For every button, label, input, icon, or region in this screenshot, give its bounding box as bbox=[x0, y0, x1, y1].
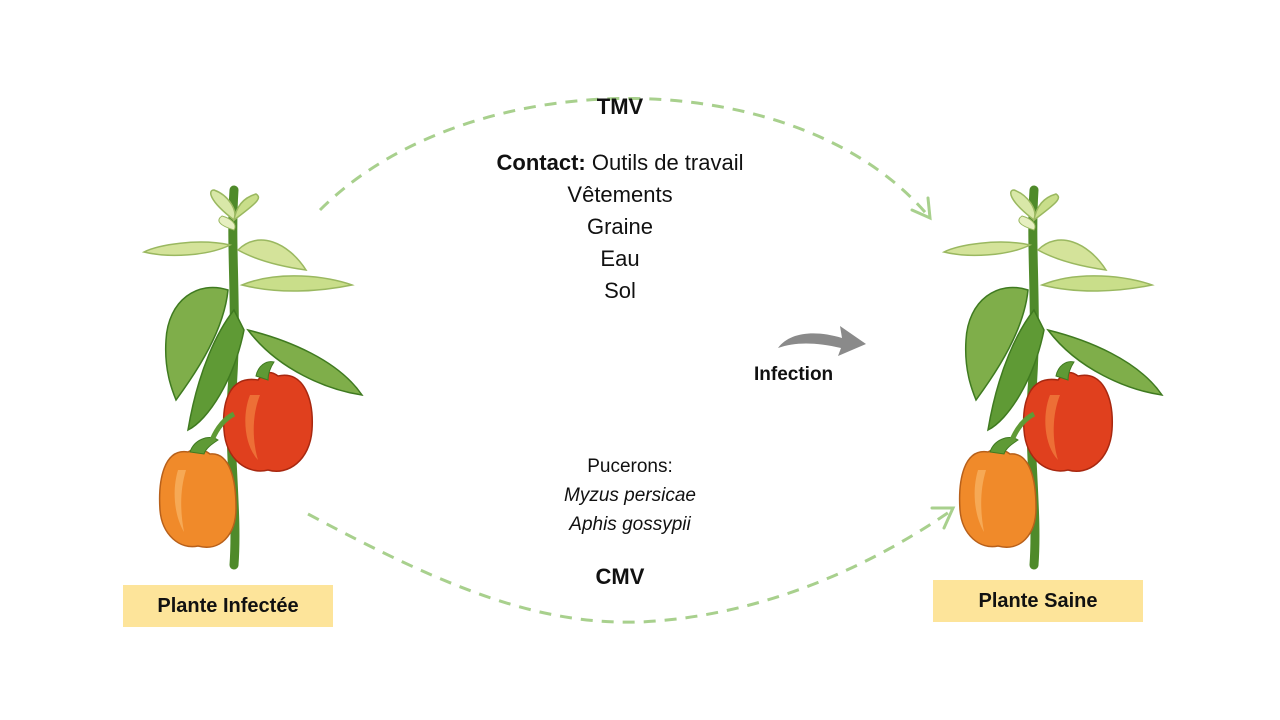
aphid-species: Myzus persicae bbox=[564, 485, 696, 506]
pepper-plant-icon bbox=[144, 190, 362, 565]
cmv-transmission-arc bbox=[307, 508, 953, 624]
route-item: Sol bbox=[604, 278, 636, 303]
vector-label: Pucerons: bbox=[587, 456, 673, 477]
cmv-title: CMV bbox=[595, 564, 645, 589]
curved-arrow-icon bbox=[778, 326, 866, 356]
cmv-arrowhead bbox=[930, 506, 956, 530]
contact-first-route: Outils de travail bbox=[591, 150, 744, 175]
route-item: Graine bbox=[586, 214, 654, 239]
route-item: Vêtements bbox=[567, 182, 673, 207]
tmv-routes-list: Contact: Outils de travail Vêtements Gra… bbox=[440, 147, 800, 307]
tmv-title: TMV bbox=[596, 94, 644, 119]
cmv-vectors-list: Pucerons: Myzus persicae Aphis gossypii bbox=[500, 452, 760, 539]
healthy-plant-label: Plante Saine bbox=[933, 580, 1143, 622]
tmv-transmission-arc bbox=[318, 97, 932, 219]
contact-route: Contact: Outils de travail bbox=[440, 147, 800, 179]
route-item: Eau bbox=[600, 246, 640, 271]
pepper-plant-icon bbox=[944, 190, 1162, 565]
infected-plant-label: Plante Infectée bbox=[123, 585, 333, 627]
aphid-species: Aphis gossypii bbox=[569, 514, 691, 535]
infection-label: Infection bbox=[754, 364, 834, 385]
contact-label: Contact: bbox=[496, 150, 586, 175]
tmv-arrowhead bbox=[910, 196, 932, 221]
